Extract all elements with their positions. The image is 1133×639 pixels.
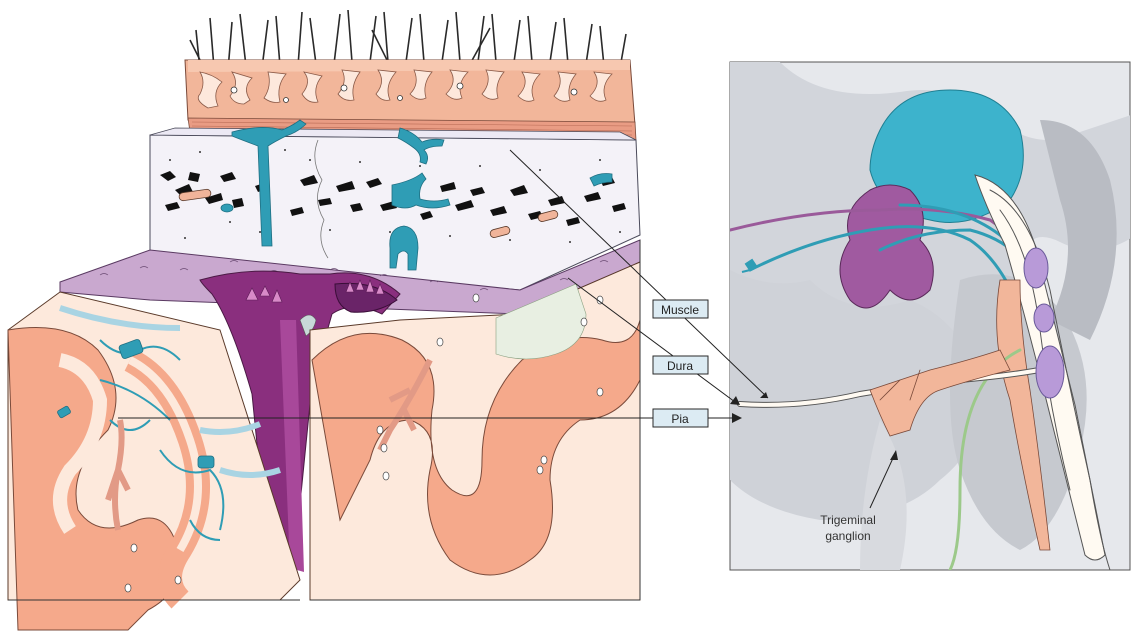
label-dura: Dura [653, 356, 708, 374]
label-muscle: Muscle [653, 300, 708, 318]
anatomy-block [8, 10, 640, 630]
label-pia: Pia [653, 409, 708, 427]
caption-line-2: ganglion [825, 529, 870, 543]
label-muscle-text: Muscle [661, 303, 699, 317]
trigeminal-inset-panel [730, 62, 1133, 570]
label-dura-text: Dura [667, 359, 693, 373]
label-pia-text: Pia [671, 412, 689, 426]
caption-line-1: Trigeminal [820, 513, 876, 527]
